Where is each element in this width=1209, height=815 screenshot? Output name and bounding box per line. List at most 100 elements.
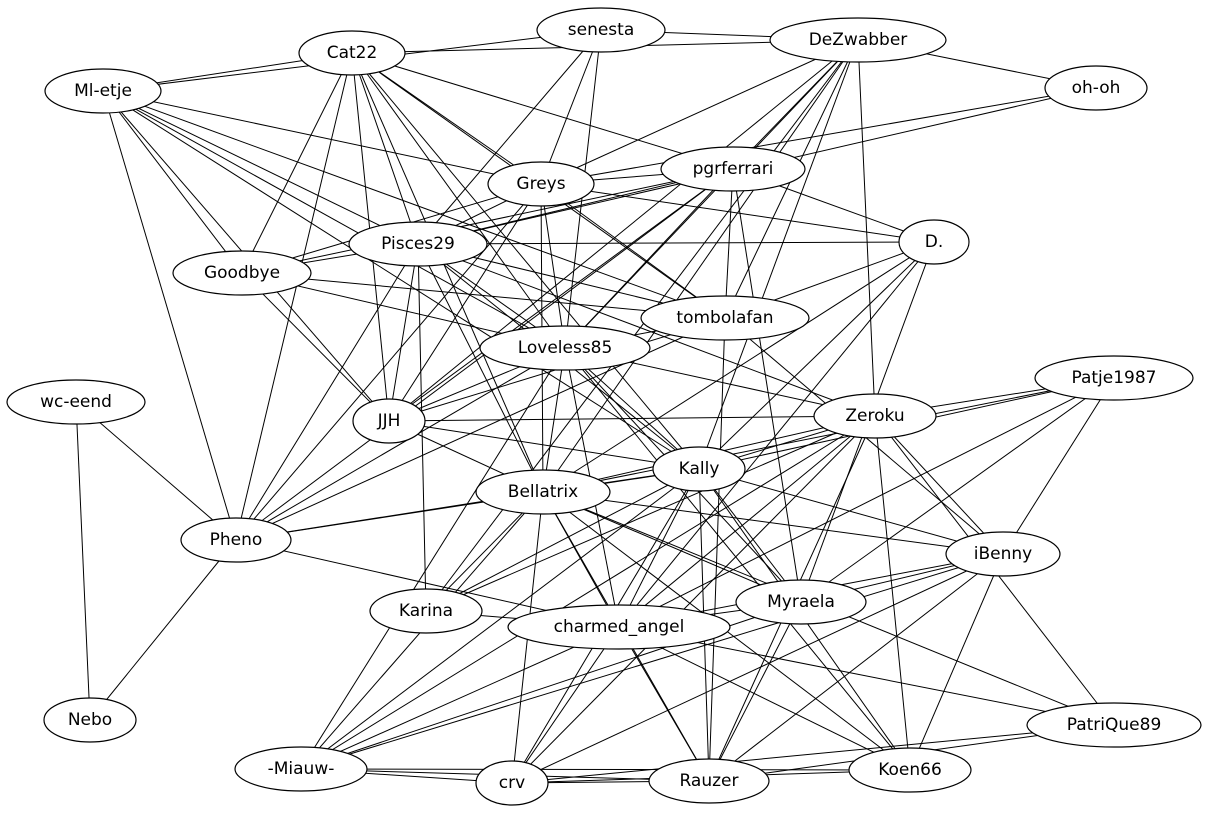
edge-charmed-miauw <box>300 626 620 770</box>
edge-kally-ibenny <box>698 468 1004 555</box>
node-ellipse <box>648 758 770 804</box>
node-dezwabber: DeZwabber <box>769 17 947 63</box>
edge-jjh-kally <box>388 420 700 470</box>
edge-zeroku-koen66 <box>874 415 911 771</box>
edge-kally-miauw <box>300 468 700 770</box>
edge-pheno-nebo <box>89 539 237 721</box>
edge-senesta-pisces29 <box>417 29 602 245</box>
node-label: pgrferrari <box>693 159 774 179</box>
edge-mletje-goodbye <box>102 90 243 274</box>
node-ellipse <box>44 68 162 114</box>
edge-dezwabber-bellatrix <box>542 39 859 493</box>
node-label: D. <box>925 232 944 252</box>
edge-ibenny-rauzer <box>708 553 1004 782</box>
edge-kally-karina <box>425 468 700 612</box>
edge-cat22-goodbye <box>241 52 353 274</box>
edge-kally-myraela <box>698 468 802 603</box>
edge-dezwabber-kally <box>698 39 859 470</box>
edge-patje1987-ibenny <box>1002 377 1115 555</box>
edge-patrique89-crv <box>511 724 1115 784</box>
edge-mletje-kally <box>102 90 700 470</box>
edge-zeroku-charmed <box>618 415 876 628</box>
node-charmed: charmed_angel <box>507 604 731 650</box>
node-ellipse <box>6 379 146 425</box>
node-d: D. <box>898 219 970 265</box>
node-ellipse <box>352 398 426 444</box>
edge-goodbye-jjh <box>241 272 390 422</box>
edge-mletje-greys <box>102 90 542 185</box>
node-ellipse <box>898 219 970 265</box>
node-ellipse <box>348 221 488 267</box>
node-label: JJH <box>377 411 401 431</box>
edge-zeroku-miauw <box>300 415 876 770</box>
node-label: tombolafan <box>676 308 773 328</box>
node-ellipse <box>660 146 806 192</box>
node-label: PatriQue89 <box>1067 715 1162 735</box>
edge-dezwabber-zeroku <box>857 39 876 417</box>
node-ibenny: iBenny <box>945 531 1061 577</box>
edge-pgrferrari-jjh <box>388 168 734 422</box>
edge-charmed-patrique89 <box>618 626 1115 726</box>
edge-d-kally <box>698 241 935 470</box>
edge-loveless85-bellatrix <box>542 347 566 493</box>
node-ellipse <box>507 604 731 650</box>
edge-cat22-loveless85 <box>351 52 566 349</box>
node-goodbye: Goodbye <box>172 250 312 296</box>
edge-kally-charmed <box>618 468 700 628</box>
edge-loveless85-pheno <box>235 347 566 541</box>
edge-bellatrix-ibenny <box>542 491 1004 555</box>
node-label: -Miauw- <box>268 759 335 779</box>
node-pheno: Pheno <box>180 517 292 563</box>
node-bellatrix: Bellatrix <box>475 469 611 515</box>
node-label: senesta <box>568 20 635 40</box>
edge-zeroku-jjh <box>388 415 876 422</box>
edge-cat22-pisces29 <box>351 52 419 245</box>
node-ellipse <box>1044 65 1148 111</box>
node-tombolafan: tombolafan <box>640 295 810 341</box>
node-ellipse <box>475 469 611 515</box>
node-ellipse <box>475 760 549 806</box>
edge-tombolafan-rauzer <box>708 317 726 782</box>
edge-dezwabber-jjh <box>388 39 859 422</box>
node-label: Patje1987 <box>1071 368 1156 388</box>
node-label: Koen66 <box>878 760 942 780</box>
edge-goodbye-tombolafan <box>241 272 726 319</box>
edge-d-pisces29 <box>417 241 935 245</box>
edge-cat22-bellatrix <box>351 52 544 493</box>
node-label: DeZwabber <box>809 30 908 50</box>
edge-pisces29-pheno <box>235 243 419 541</box>
edge-ohoh-greys <box>540 87 1097 185</box>
edge-greys-tombolafan <box>540 183 726 319</box>
node-ellipse <box>769 17 947 63</box>
edge-pisces29-jjh <box>388 243 419 422</box>
edge-pisces29-bellatrix <box>417 243 544 493</box>
edge-mletje-pisces29 <box>102 90 419 245</box>
node-ellipse <box>813 393 937 439</box>
edge-charmed-koen66 <box>618 626 911 771</box>
node-label: Zeroku <box>845 406 904 426</box>
node-senesta: senesta <box>536 7 666 53</box>
node-label: Pheno <box>210 530 263 550</box>
node-label: charmed_angel <box>554 617 685 637</box>
edge-pisces29-zeroku <box>417 243 876 417</box>
edge-pgrferrari-loveless85 <box>564 168 734 349</box>
node-jjh: JJH <box>352 398 426 444</box>
edge-ibenny-koen66 <box>909 553 1004 771</box>
edge-charmed-rauzer <box>618 626 710 782</box>
node-label: Greys <box>516 174 565 194</box>
node-miauw: -Miauw- <box>234 746 368 792</box>
node-ellipse <box>652 446 746 492</box>
node-ohoh: oh-oh <box>1044 65 1148 111</box>
edge-mletje-loveless85 <box>102 90 566 349</box>
edge-dezwabber-karina <box>425 39 859 612</box>
edge-bellatrix-myraela <box>542 491 802 603</box>
node-ellipse <box>945 531 1061 577</box>
edge-pgrferrari-goodbye <box>241 168 734 274</box>
node-wceend: wc-eend <box>6 379 146 425</box>
node-mletje: Ml-etje <box>44 68 162 114</box>
edge-miauw-koen66 <box>300 768 911 771</box>
node-koen66: Koen66 <box>848 747 972 793</box>
node-kally: Kally <box>652 446 746 492</box>
node-loveless85: Loveless85 <box>479 325 651 371</box>
